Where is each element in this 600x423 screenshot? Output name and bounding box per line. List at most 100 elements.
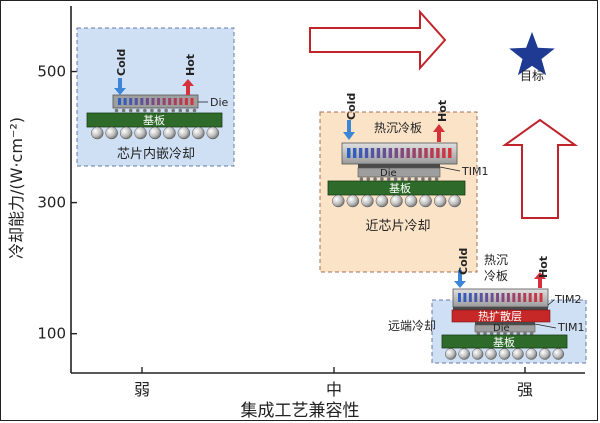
remote-heatsink-label-1: 热沉 [484, 253, 508, 267]
channel-stripe [479, 293, 483, 302]
remote-hot-arrow-icon [534, 272, 546, 288]
solder-ball [485, 348, 497, 360]
near-tim1-label: TIM1 [461, 165, 488, 178]
micro-bump [516, 331, 521, 336]
near-hot-label: Hot [436, 100, 449, 122]
micro-bump [421, 177, 425, 181]
micro-bump [192, 108, 197, 113]
micro-bump [185, 108, 190, 113]
channel-stripe [134, 98, 138, 105]
micro-bump [143, 108, 147, 113]
channel-stripe [430, 148, 434, 158]
channel-stripe [424, 148, 428, 158]
micro-bump [434, 177, 439, 181]
embedded-substrate-label: 基板 [143, 113, 165, 127]
channel-stripe [468, 293, 472, 302]
channel-stripe [528, 293, 532, 302]
remote-substrate-label: 基板 [493, 335, 515, 349]
solder-ball [448, 194, 461, 208]
embedded-die-label: Die [210, 96, 229, 109]
channel-stripe [190, 98, 194, 105]
channel-stripe [352, 148, 357, 158]
channel-stripe [463, 293, 467, 302]
micro-bump [523, 331, 527, 336]
channel-stripe [474, 293, 478, 302]
remote-heatsink-plate [452, 288, 549, 308]
micro-bump [400, 177, 405, 181]
remote-tim2 [453, 307, 548, 310]
channel-stripe [129, 98, 133, 105]
arrow-up-outline [501, 118, 579, 219]
remote-substrate [441, 334, 568, 349]
micro-bump [135, 108, 140, 113]
x-tick-label: 中 [326, 380, 342, 399]
solder-ball [498, 348, 511, 360]
channel-stripe [123, 98, 127, 105]
near-inset-title: 近芯片冷却 [365, 219, 430, 234]
solder-ball [390, 194, 403, 208]
micro-bump [489, 331, 494, 336]
target-star-icon [509, 31, 555, 76]
channel-stripe [118, 98, 122, 105]
remote-cold-label: Cold [457, 248, 470, 275]
near-die-label: Die [380, 168, 397, 179]
channel-stripe [388, 148, 393, 158]
micro-bump [128, 108, 133, 113]
channel-stripe [506, 293, 510, 302]
channel-stripe [534, 293, 538, 302]
embedded-bumps [114, 108, 197, 113]
near-cold-arrow-icon [343, 120, 355, 140]
channel-stripe [458, 293, 461, 302]
channel-stripe [400, 148, 404, 158]
channel-stripe [184, 98, 188, 105]
remote-tim2-leader [547, 299, 555, 306]
micro-bump [164, 108, 168, 113]
remote-heatsink-channels [458, 293, 543, 302]
channel-stripe [485, 293, 489, 302]
micro-bump [114, 108, 119, 113]
solder-ball [375, 194, 389, 208]
y-tick-label: 100 [37, 325, 66, 343]
near-tim1-leader [439, 166, 461, 172]
channel-stripe [179, 98, 183, 105]
channel-stripe [358, 148, 363, 158]
solder-ball [419, 194, 432, 208]
near-die [357, 167, 441, 178]
near-cold-label: Cold [345, 93, 358, 120]
channel-stripe [512, 293, 516, 302]
solder-ball [332, 194, 345, 208]
embedded-solder-balls [90, 126, 220, 140]
embedded-hot-arrow-icon [182, 79, 194, 95]
channel-stripe [157, 98, 161, 105]
embedded-inset-title: 芯片内嵌冷却 [117, 146, 195, 162]
channel-stripe [162, 98, 166, 105]
embedded-channels [118, 98, 194, 105]
micro-bump [386, 177, 391, 181]
near-hot-arrow-icon [433, 124, 445, 142]
micro-bump [509, 331, 514, 336]
channel-stripe [523, 293, 527, 302]
remote-inset-title: 远端冷却 [388, 319, 436, 333]
remote-tim1 [475, 322, 535, 325]
x-tick-label: 强 [517, 380, 533, 399]
micro-bump [427, 177, 432, 181]
channel-stripe [412, 148, 416, 158]
solder-ball [134, 126, 147, 140]
solder-ball [471, 348, 484, 360]
x-tick-label: 弱 [134, 380, 150, 399]
micro-bump [503, 331, 507, 336]
channel-stripe [168, 98, 172, 105]
near-substrate-label: 基板 [389, 181, 411, 195]
solder-ball [552, 348, 565, 360]
inset-embedded-cooling: 基板 Cold Hot Die 芯片内嵌冷却 [76, 27, 235, 167]
channel-stripe [406, 148, 410, 158]
channel-stripe [347, 148, 351, 158]
solder-ball [458, 348, 470, 360]
arrow-right-outline [309, 9, 447, 71]
embedded-cold-arrow-icon [114, 78, 126, 95]
micro-bump [414, 177, 418, 181]
micro-bump [121, 108, 126, 113]
solder-ball [192, 126, 205, 140]
solder-ball [90, 126, 104, 140]
